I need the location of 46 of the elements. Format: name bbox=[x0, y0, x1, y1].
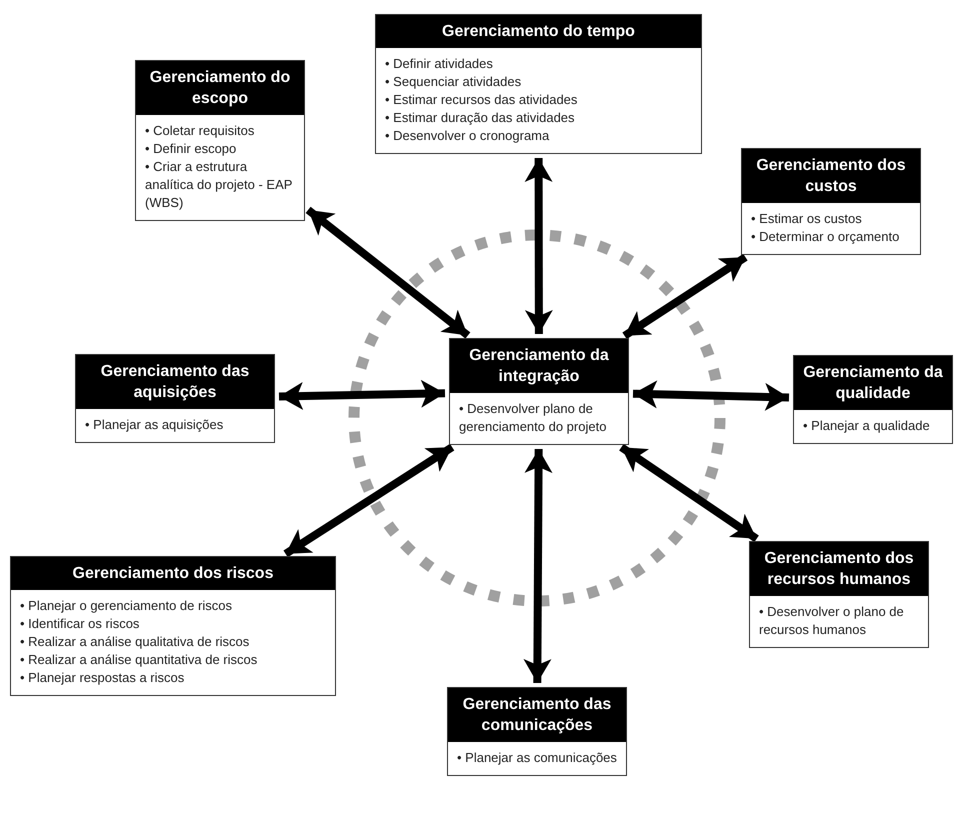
bullet-item: • Planejar o gerenciamento de riscos bbox=[20, 597, 233, 615]
double-arrow bbox=[524, 158, 553, 334]
process-box bbox=[749, 541, 929, 648]
process-box bbox=[793, 355, 953, 444]
bullet-item: • Desenvolver o plano de recursos humanos bbox=[759, 603, 905, 639]
bullet-item: • Sequenciar atividades bbox=[385, 73, 522, 91]
bullet-item: • Estimar duração das atividades bbox=[385, 109, 576, 127]
box-heading: Gerenciamento das aquisições bbox=[76, 355, 274, 409]
process-box bbox=[10, 556, 336, 696]
double-arrow bbox=[283, 444, 454, 558]
bullet-item: • Desenvolver plano de gerenciamento do projeto bbox=[459, 400, 608, 436]
bullet-item: • Estimar recursos das atividades bbox=[385, 91, 578, 109]
bullet-item: • Planejar respostas a riscos bbox=[20, 669, 186, 687]
double-arrow bbox=[306, 206, 470, 339]
bullet-item: • Planejar a qualidade bbox=[803, 417, 931, 435]
bullet-item: • Realizar a análise quantitativa de riscos bbox=[20, 651, 258, 669]
process-box bbox=[135, 60, 305, 221]
box-heading: Gerenciamento do tempo bbox=[376, 15, 701, 48]
bullet-item: • Determinar o orçamento bbox=[751, 228, 900, 246]
double-arrow bbox=[619, 444, 759, 542]
bullet-item: • Realizar a análise qualitativa de riscos bbox=[20, 633, 250, 651]
bullet-item: • Coletar requisitos bbox=[145, 122, 256, 140]
bullet-item: • Desenvolver o cronograma bbox=[385, 127, 550, 145]
double-arrow bbox=[278, 380, 446, 410]
box-heading: Gerenciamento do escopo bbox=[136, 61, 304, 115]
double-arrow bbox=[632, 380, 790, 411]
process-box bbox=[375, 14, 702, 154]
box-heading: Gerenciamento dos custos bbox=[742, 149, 920, 203]
box-heading: Gerenciamento das comunicações bbox=[448, 688, 626, 742]
box-heading: Gerenciamento dos recursos humanos bbox=[750, 542, 928, 596]
box-heading: Gerenciamento dos riscos bbox=[11, 557, 335, 590]
bullet-item: • Definir atividades bbox=[385, 55, 494, 73]
box-heading: Gerenciamento da integração bbox=[450, 339, 628, 393]
process-box bbox=[447, 687, 627, 776]
process-box bbox=[75, 354, 275, 443]
bullet-item: • Definir escopo bbox=[145, 140, 238, 158]
bullet-item: • Identificar os riscos bbox=[20, 615, 140, 633]
double-arrow bbox=[523, 448, 553, 684]
box-heading: Gerenciamento da qualidade bbox=[794, 356, 952, 410]
process-box bbox=[741, 148, 921, 255]
bullet-item: • Planejar as comunicações bbox=[457, 749, 617, 767]
bullet-item: • Estimar os custos bbox=[751, 210, 863, 228]
process-box bbox=[449, 338, 629, 445]
bullet-item: • Criar a estrutura analítica do projeto - EAP (WBS) bbox=[145, 158, 294, 212]
double-arrow bbox=[622, 254, 748, 340]
bullet-item: • Planejar as aquisições bbox=[85, 416, 224, 434]
